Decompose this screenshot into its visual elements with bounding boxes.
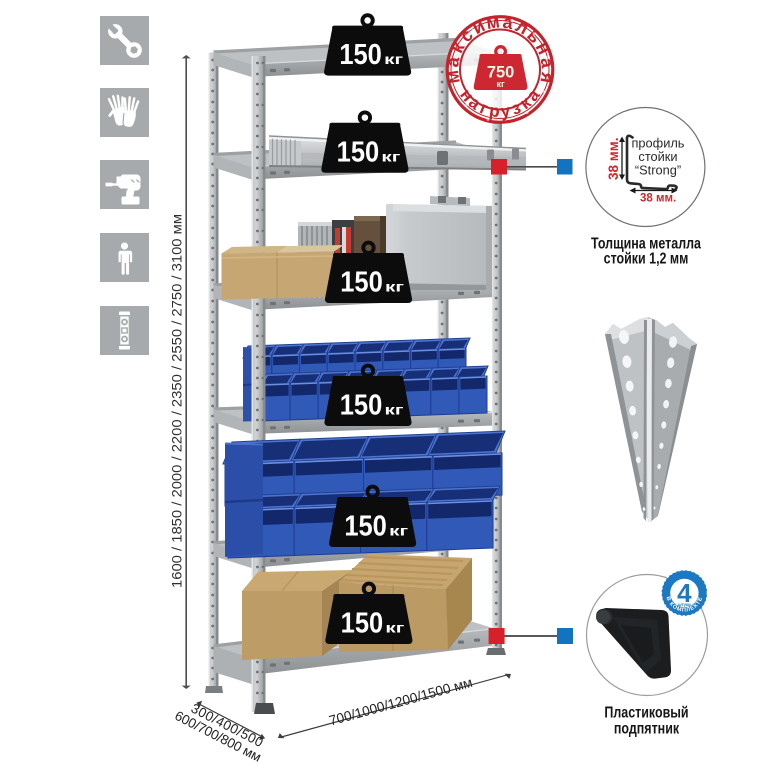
svg-text:а: а <box>537 56 558 70</box>
svg-text:я: я <box>536 70 558 85</box>
svg-text:профиль: профиль <box>632 136 685 151</box>
svg-text:38 мм.: 38 мм. <box>606 138 621 181</box>
svg-text:штуки: штуки <box>678 602 691 607</box>
svg-text:а: а <box>501 12 515 34</box>
svg-text:у: у <box>499 100 511 121</box>
svg-text:а: а <box>442 54 463 68</box>
svg-text:р: р <box>488 100 501 121</box>
svg-text:4: 4 <box>677 578 692 608</box>
svg-text:1600 / 1850 / 2000 / 2200 / 23: 1600 / 1850 / 2000 / 2200 / 2350 / 2550 … <box>170 214 186 588</box>
svg-text:стойки: стойки <box>638 149 677 164</box>
svg-text:подпятник: подпятник <box>614 720 680 738</box>
svg-text:Пластиковый: Пластиковый <box>604 704 688 722</box>
svg-text:750: 750 <box>487 64 515 82</box>
svg-text:Толщина металла: Толщина металла <box>591 235 702 253</box>
svg-text:кг: кг <box>496 79 505 89</box>
svg-text:стойки 1,2 мм: стойки 1,2 мм <box>604 250 689 268</box>
svg-text:38 мм.: 38 мм. <box>640 193 676 205</box>
svg-text:м: м <box>485 11 501 33</box>
svg-text:“Strong”: “Strong” <box>635 163 681 178</box>
